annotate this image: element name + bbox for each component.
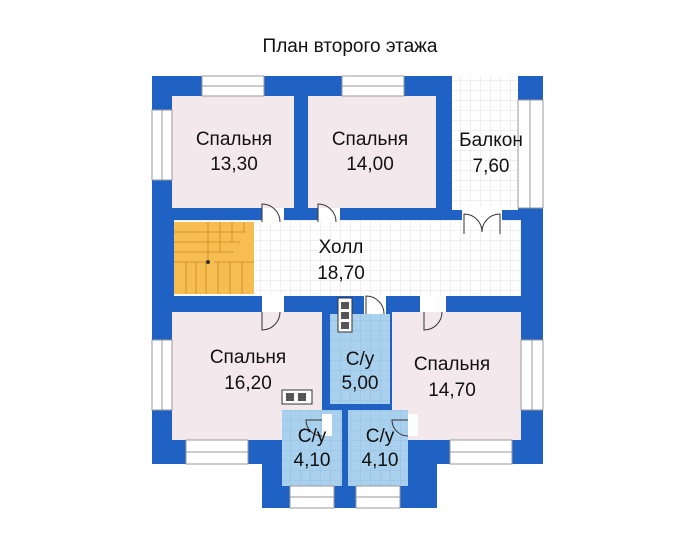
room-area-bathroom-2: 4,10 bbox=[294, 450, 331, 471]
room-labels: Спальня 13,30 Спальня 14,00 Балкон 7,60 … bbox=[196, 129, 523, 471]
room-name-bathroom-2: С/у bbox=[298, 426, 327, 447]
doors bbox=[261, 203, 502, 437]
room-area-bedroom-1: 13,30 bbox=[210, 154, 258, 175]
room-area-bathroom-3: 4,10 bbox=[362, 450, 399, 471]
room-name-bedroom-3: Спальня bbox=[210, 347, 286, 368]
bedrooms bbox=[172, 96, 521, 440]
stairs bbox=[174, 222, 254, 294]
room-name-bathroom-3: С/у bbox=[366, 426, 395, 447]
room-name-bathroom-1: С/у bbox=[346, 349, 375, 370]
room-area-bathroom-1: 5,00 bbox=[342, 373, 379, 394]
room-area-hall: 18,70 bbox=[317, 263, 365, 284]
room-name-balcony: Балкон bbox=[459, 130, 523, 151]
room-area-balcony: 7,60 bbox=[473, 156, 510, 177]
room-area-bedroom-2: 14,00 bbox=[346, 154, 394, 175]
room-name-bedroom-4: Спальня bbox=[414, 354, 490, 375]
balcony-area bbox=[452, 76, 544, 210]
room-area-bedroom-4: 14,70 bbox=[428, 380, 476, 401]
bathrooms bbox=[281, 297, 408, 486]
room-name-bedroom-1: Спальня bbox=[196, 129, 272, 150]
room-area-bedroom-3: 16,20 bbox=[224, 373, 272, 394]
room-name-hall: Холл bbox=[319, 237, 364, 258]
windows bbox=[151, 75, 544, 509]
plan-title: План второго этажа bbox=[262, 36, 438, 57]
room-name-bedroom-2: Спальня bbox=[332, 129, 408, 150]
